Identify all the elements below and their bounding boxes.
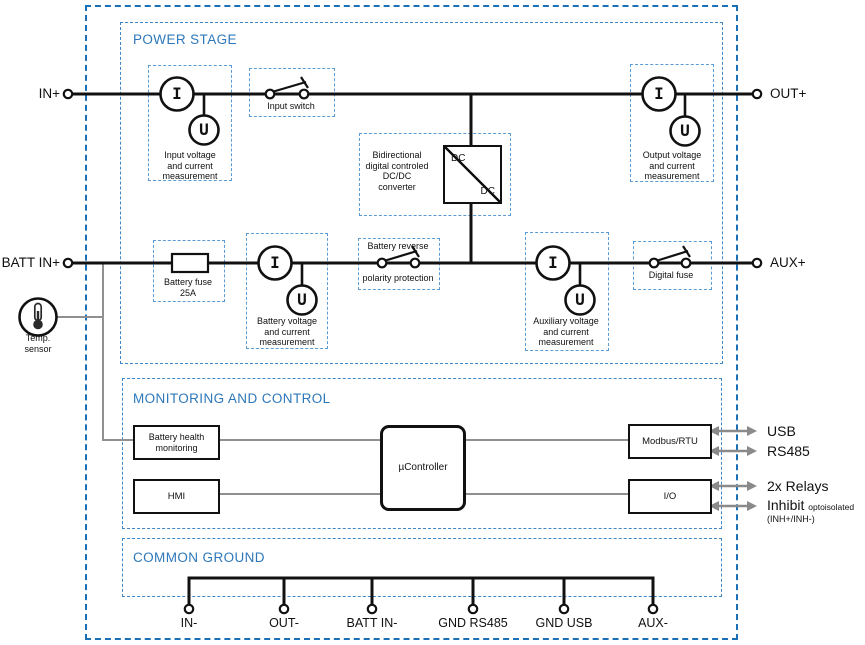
power-stage-title: POWER STAGE [133,32,237,47]
battery-health-block: Battery health monitoring [133,425,220,460]
battery-measurement-label: Battery voltage and current measurement [256,316,318,348]
dc-top-label: DC [451,153,466,164]
temp-sensor-icon [18,297,58,337]
dcdc-converter-block: DC DC [443,145,502,204]
aux-measurement-label: Auxiliary voltage and current measuremen… [533,316,599,348]
battery-reverse-label-1: Battery reverse [367,241,429,251]
output-current-meter: I [654,84,664,103]
inhibit-pins-label: (INH+/INH-) [767,514,815,524]
usb-port-label: USB [767,423,796,439]
gnd-terminal-label-out: OUT- [269,616,299,630]
battery-fuse-box [153,240,225,302]
in-pos-terminal-label: IN+ [38,86,60,101]
aux-pos-terminal-label: AUX+ [770,255,806,270]
modbus-block: Modbus/RTU [628,424,712,459]
batt-pos-terminal-label: BATT IN+ [1,255,60,270]
battery-current-meter: I [270,253,280,272]
digital-fuse-box [633,241,712,290]
io-block: I/O [628,479,712,514]
common-ground-title: COMMON GROUND [133,550,265,565]
hmi-block: HMI [133,479,220,514]
battery-fuse-label: Battery fuse 25A [163,277,213,298]
battery-voltage-meter: U [297,290,307,309]
input-measurement-box [148,65,232,181]
inhibit-word: Inhibit [767,497,805,513]
out-pos-terminal-label: OUT+ [770,86,807,101]
input-measurement-label: Input voltage and current measurement [162,150,218,182]
gnd-terminal-label-rs485: GND RS485 [438,616,508,630]
gnd-terminal-label-aux: AUX- [638,616,668,630]
digital-fuse-label: Digital fuse [648,270,694,280]
gnd-terminal-label-in: IN- [180,616,198,630]
monitoring-title: MONITORING AND CONTROL [133,391,331,406]
battery-measurement-box [246,233,328,349]
temp-sensor-label: Temp. sensor [24,333,52,354]
dcdc-converter-label: Bidirectional digital controled DC/DC co… [365,150,429,192]
aux-current-meter: I [548,253,558,272]
input-current-meter: I [172,84,182,103]
inhibit-port-label: Inhibit optoisolated [767,497,854,513]
monitoring-section [122,378,722,529]
power-stage-section [120,22,723,364]
ucontroller-block: µController [380,425,466,511]
dc-bottom-label: DC [480,186,495,197]
gnd-terminal-label-usb: GND USB [535,616,593,630]
relays-port-label: 2x Relays [767,478,829,494]
dcdc-converter-box [359,133,511,216]
battery-reverse-label-2: polarity protection [362,273,434,283]
output-voltage-meter: U [680,121,690,140]
system-boundary [85,5,738,640]
aux-measurement-box [525,232,609,351]
input-switch-label: Input switch [267,101,315,111]
output-measurement-box [630,64,714,182]
aux-voltage-meter: U [575,290,585,309]
common-ground-section [122,538,722,597]
input-voltage-meter: U [199,120,209,139]
rs485-port-label: RS485 [767,443,810,459]
optoisolated-word: optoisolated [808,502,855,512]
gnd-terminal-label-batt: BATT IN- [346,616,398,630]
output-measurement-label: Output voltage and current measurement [642,150,702,182]
